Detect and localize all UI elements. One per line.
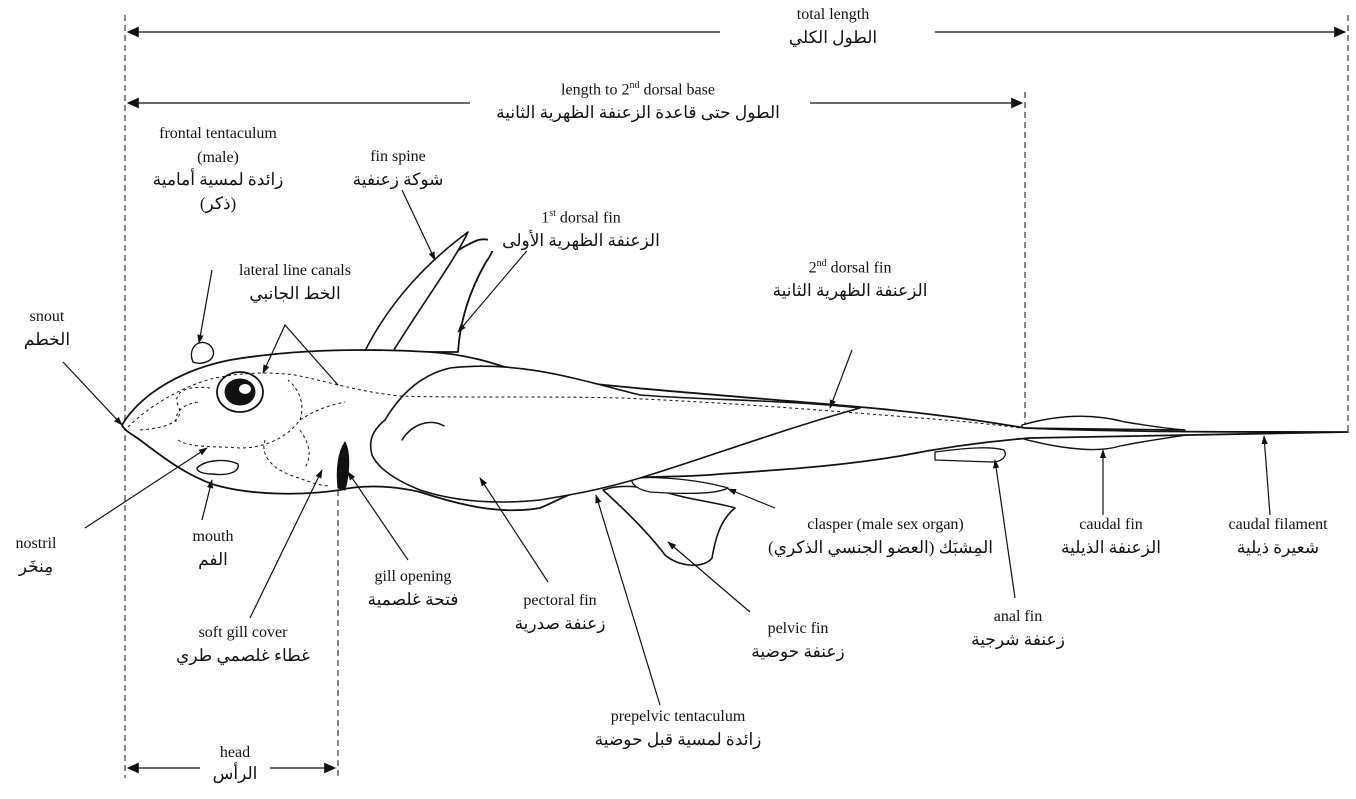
leader-fin-spine bbox=[402, 190, 435, 260]
soft-gill-cover-ar: غطاء غلصمي طري bbox=[163, 647, 323, 666]
leader-clasper bbox=[728, 489, 775, 508]
pelvic-fin-en: pelvic fin bbox=[748, 620, 848, 638]
first-dorsal-fin-ar: الزعنفة الظهرية الأولى bbox=[491, 232, 671, 251]
text-part: dorsal base bbox=[639, 81, 715, 98]
label-mouth: mouth الفم bbox=[180, 528, 246, 569]
leader-anal-fin bbox=[995, 460, 1015, 598]
gill-opening-en: gill opening bbox=[358, 568, 468, 586]
label-total-length: total length الطول الكلي bbox=[745, 6, 921, 47]
label-gill-opening: gill opening فتحة غلصمية bbox=[355, 568, 471, 609]
label-pectoral-fin: pectoral fin زعنفة صدرية bbox=[497, 592, 623, 633]
label-prepelvic-tentaculum: prepelvic tentaculum زائدة لمسية قبل حوض… bbox=[580, 708, 776, 749]
clasper bbox=[632, 477, 728, 493]
gill-opening-ar: فتحة غلصمية bbox=[358, 591, 468, 610]
clasper-en: clasper (male sex organ) bbox=[778, 516, 993, 534]
pectoral-fin-ar: زعنفة صدرية bbox=[500, 615, 620, 634]
frontal-tentaculum-ar2: (ذكر) bbox=[143, 195, 293, 214]
fin-spine-en: fin spine bbox=[343, 148, 453, 166]
label-caudal-filament: caudal filament شعيرة ذيلية bbox=[1210, 516, 1346, 557]
superscript: nd bbox=[817, 258, 827, 269]
label-snout: snout الخطم bbox=[16, 308, 78, 349]
snout-en: snout bbox=[19, 308, 75, 326]
pelvic-fin bbox=[603, 486, 735, 565]
label-anal-fin: anal fin زعنفة شرجية bbox=[965, 608, 1071, 649]
lateral-line-canals-ar: الخط الجانبي bbox=[225, 285, 365, 304]
frontal-tentaculum-en2: (male) bbox=[143, 149, 293, 167]
prepelvic-tentaculum-ar: زائدة لمسية قبل حوضية bbox=[583, 731, 773, 750]
anal-fin-ar: زعنفة شرجية bbox=[968, 631, 1068, 650]
label-length-2nd-dorsal-base: length to 2nd dorsal base الطول حتى قاعد… bbox=[470, 80, 806, 123]
eye-pupil-highlight bbox=[239, 384, 251, 394]
label-frontal-tentaculum: frontal tentaculum (male) زائدة لمسية أم… bbox=[140, 125, 296, 214]
frontal-tentaculum bbox=[191, 342, 213, 363]
total-length-ar: الطول الكلي bbox=[748, 29, 918, 48]
prepelvic-tentaculum-en: prepelvic tentaculum bbox=[583, 708, 773, 726]
anal-fin-en: anal fin bbox=[968, 608, 1068, 626]
pelvic-fin-ar: زعنفة حوضية bbox=[748, 643, 848, 662]
label-pelvic-fin: pelvic fin زعنفة حوضية bbox=[745, 620, 851, 661]
leader-snout bbox=[63, 362, 122, 425]
label-nostril: nostril مِنخَر bbox=[2, 535, 70, 576]
fin-spine-ar: شوكة زعنفية bbox=[343, 171, 453, 190]
length-2nd-dorsal-base-en: length to 2nd dorsal base bbox=[473, 80, 803, 99]
superscript: st bbox=[549, 208, 556, 219]
frontal-tentaculum-ar1: زائدة لمسية أمامية bbox=[143, 171, 293, 190]
head-ar: الرأس bbox=[203, 765, 267, 784]
text-part: dorsal fin bbox=[556, 209, 621, 226]
label-clasper: clasper (male sex organ) المِشبَك (العضو… bbox=[775, 516, 996, 557]
pectoral-fin-en: pectoral fin bbox=[500, 592, 620, 610]
length-2nd-dorsal-base-ar: الطول حتى قاعدة الزعنفة الظهرية الثانية bbox=[473, 104, 803, 123]
nostril-ar: مِنخَر bbox=[5, 558, 67, 577]
leader-nostril bbox=[85, 448, 207, 528]
lateral-line-canals-en: lateral line canals bbox=[225, 262, 365, 280]
leader-mouth bbox=[202, 480, 212, 520]
label-lateral-line-canals: lateral line canals الخط الجانبي bbox=[222, 262, 368, 303]
caudal-filament-ar: شعيرة ذيلية bbox=[1213, 539, 1343, 558]
leader-second-dorsal-fin bbox=[830, 350, 852, 408]
anal-fin bbox=[935, 448, 1005, 462]
label-second-dorsal-fin: 2nd dorsal fin الزعنفة الظهرية الثانية bbox=[752, 258, 948, 301]
head-en: head bbox=[203, 744, 267, 762]
mouth-ar: الفم bbox=[183, 551, 243, 570]
text-part: 2 bbox=[809, 259, 817, 276]
nostril-en: nostril bbox=[5, 535, 67, 553]
first-dorsal-fin-en: 1st dorsal fin bbox=[491, 208, 671, 227]
label-soft-gill-cover: soft gill cover غطاء غلصمي طري bbox=[160, 624, 326, 665]
clasper-ar: المِشبَك (العضو الجنسي الذكري) bbox=[778, 539, 993, 558]
label-caudal-fin: caudal fin الزعنفة الذيلية bbox=[1058, 516, 1164, 557]
leader-caudal-filament bbox=[1264, 436, 1270, 515]
total-length-en: total length bbox=[748, 6, 918, 24]
caudal-fin-en: caudal fin bbox=[1061, 516, 1161, 534]
superscript: nd bbox=[629, 80, 639, 91]
leader-frontal-tentaculum bbox=[199, 270, 212, 343]
frontal-tentaculum-en1: frontal tentaculum bbox=[143, 125, 293, 143]
second-dorsal-fin-ar: الزعنفة الظهرية الثانية bbox=[755, 282, 945, 301]
caudal-filament-en: caudal filament bbox=[1213, 516, 1343, 534]
label-first-dorsal-fin: 1st dorsal fin الزعنفة الظهرية الأولى bbox=[488, 208, 674, 251]
caudal-fin-ar: الزعنفة الذيلية bbox=[1061, 539, 1161, 558]
text-part: dorsal fin bbox=[827, 259, 892, 276]
label-head: head الرأس bbox=[200, 744, 270, 783]
label-fin-spine: fin spine شوكة زعنفية bbox=[340, 148, 456, 189]
snout-ar: الخطم bbox=[19, 331, 75, 350]
soft-gill-cover-en: soft gill cover bbox=[163, 624, 323, 642]
text-part: length to 2 bbox=[561, 81, 629, 98]
second-dorsal-fin-en: 2nd dorsal fin bbox=[755, 258, 945, 277]
mouth-en: mouth bbox=[183, 528, 243, 546]
eye-iris bbox=[225, 379, 255, 405]
